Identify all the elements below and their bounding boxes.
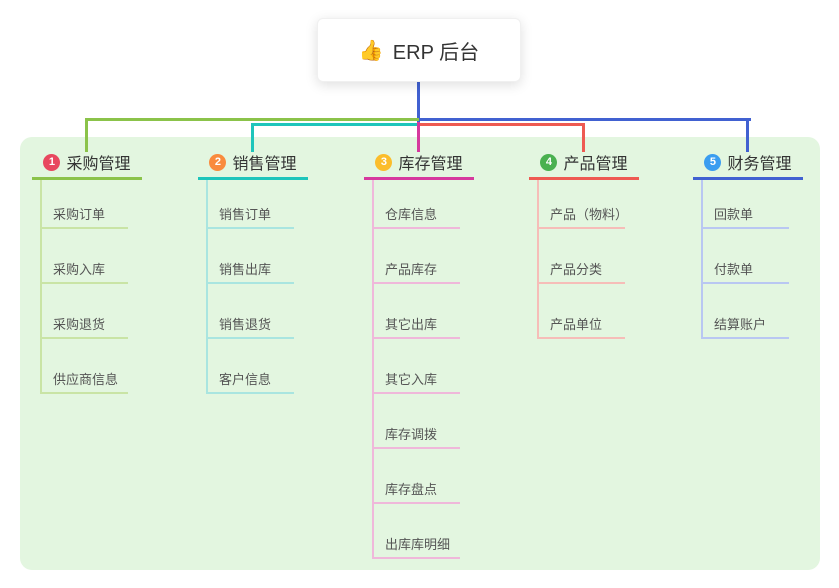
child-node[interactable]: 结算账户 (714, 317, 767, 332)
connector-drop-branch2 (251, 123, 254, 152)
child-underline (701, 282, 789, 284)
child-node[interactable]: 采购订单 (53, 207, 106, 222)
branch-node-purchase[interactable]: 1 采购管理 (32, 149, 142, 175)
child-underline (701, 227, 789, 229)
mindmap-canvas (20, 137, 820, 570)
branch-badge: 2 (209, 153, 227, 171)
branch-node-product[interactable]: 4 产品管理 (529, 149, 639, 175)
child-node[interactable]: 客户信息 (219, 372, 272, 387)
connector-drop-branch5 (746, 118, 749, 152)
branch-rail (40, 179, 42, 394)
child-node[interactable]: 产品库存 (385, 262, 438, 277)
child-underline (537, 282, 625, 284)
child-underline (206, 282, 294, 284)
child-node[interactable]: 库存盘点 (385, 482, 438, 497)
child-underline (372, 282, 460, 284)
child-underline (206, 227, 294, 229)
connector-drop-branch3 (417, 122, 420, 152)
child-underline (40, 392, 128, 394)
child-underline (372, 502, 460, 504)
child-underline (537, 337, 625, 339)
child-underline (372, 447, 460, 449)
branch-label: 销售管理 (232, 156, 297, 173)
child-node[interactable]: 回款单 (714, 207, 754, 222)
branch-underline (693, 177, 803, 180)
root-node-label: ERP 后台 (392, 41, 480, 64)
child-node[interactable]: 采购入库 (53, 262, 106, 277)
child-underline (372, 392, 460, 394)
child-node[interactable]: 销售出库 (219, 262, 272, 277)
branch-rail (537, 179, 539, 339)
branch-badge: 4 (540, 153, 558, 171)
connector-bus-branch1 (86, 118, 419, 121)
child-node[interactable]: 付款单 (714, 262, 754, 277)
connector-drop-branch1 (85, 118, 88, 152)
branch-node-sales[interactable]: 2 销售管理 (198, 149, 308, 175)
child-underline (40, 282, 128, 284)
branch-rail (372, 179, 374, 559)
child-node[interactable]: 其它出库 (385, 317, 438, 332)
connector-bus-branch5 (419, 118, 751, 121)
branch-underline (364, 177, 474, 180)
child-underline (372, 227, 460, 229)
branch-rail (206, 179, 208, 394)
branch-node-finance[interactable]: 5 财务管理 (693, 149, 803, 175)
child-underline (537, 227, 625, 229)
child-node[interactable]: 销售退货 (219, 317, 272, 332)
child-underline (701, 337, 789, 339)
connector-root-drop (417, 82, 420, 122)
child-underline (372, 557, 460, 559)
connector-drop-branch4 (582, 123, 585, 152)
connector-bus-branch2 (252, 123, 419, 126)
child-node[interactable]: 采购退货 (53, 317, 106, 332)
child-node[interactable]: 产品（物料） (550, 207, 629, 222)
child-node[interactable]: 产品单位 (550, 317, 603, 332)
child-underline (206, 392, 294, 394)
branch-underline (32, 177, 142, 180)
child-node[interactable]: 产品分类 (550, 262, 603, 277)
branch-badge: 1 (43, 153, 61, 171)
connector-bus-branch4 (419, 123, 585, 126)
branch-label: 产品管理 (563, 156, 628, 173)
branch-underline (198, 177, 308, 180)
root-node[interactable]: 👍 ERP 后台 (317, 18, 521, 82)
child-underline (40, 227, 128, 229)
child-underline (372, 337, 460, 339)
branch-badge: 5 (704, 153, 722, 171)
child-underline (40, 337, 128, 339)
branch-label: 采购管理 (66, 156, 131, 173)
child-node[interactable]: 供应商信息 (53, 372, 119, 387)
child-node[interactable]: 销售订单 (219, 207, 272, 222)
branch-label: 财务管理 (727, 156, 792, 173)
child-node[interactable]: 库存调拨 (385, 427, 438, 442)
branch-underline (529, 177, 639, 180)
thumbs-up-icon: 👍 (358, 39, 384, 62)
child-node[interactable]: 其它入库 (385, 372, 438, 387)
branch-label: 库存管理 (398, 156, 463, 173)
branch-badge: 3 (375, 153, 393, 171)
branch-rail (701, 179, 703, 339)
child-underline (206, 337, 294, 339)
branch-node-inventory[interactable]: 3 库存管理 (364, 149, 474, 175)
child-node[interactable]: 出库库明细 (385, 537, 451, 552)
child-node[interactable]: 仓库信息 (385, 207, 438, 222)
